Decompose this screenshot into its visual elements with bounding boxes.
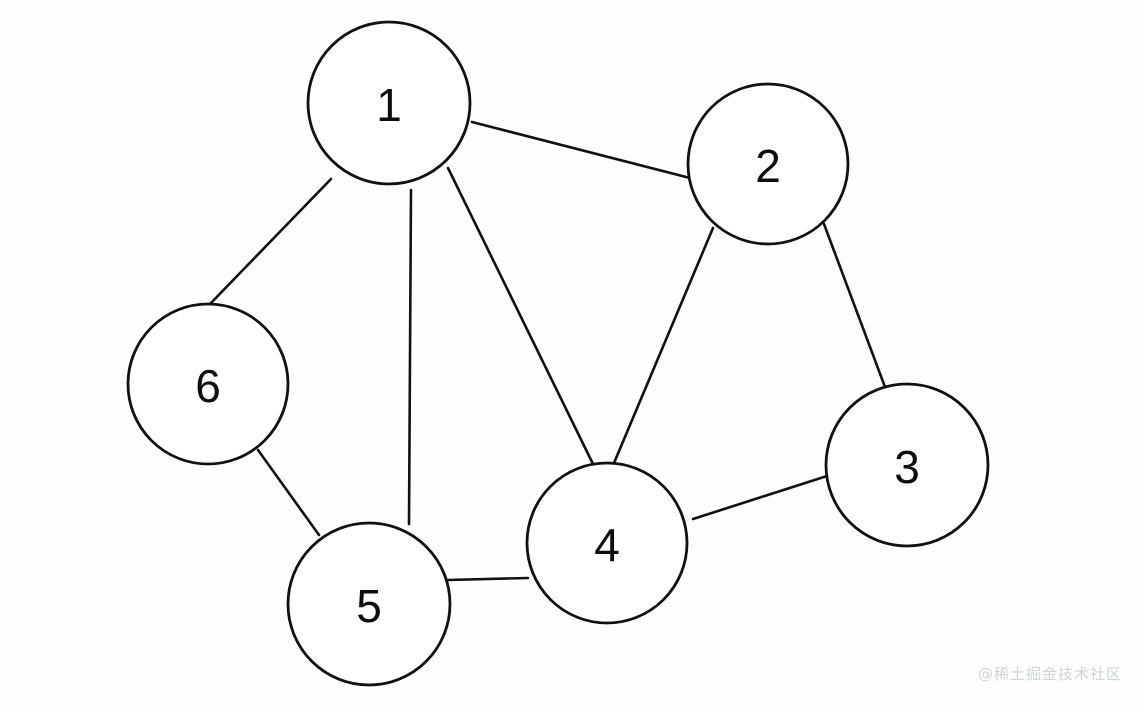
- graph-node-circle-1[interactable]: [306, 20, 472, 186]
- graph-edge-1-4: [446, 166, 595, 466]
- graph-edge-2-3: [822, 222, 887, 389]
- graph-node-label-6: 6: [195, 360, 221, 412]
- graph-node-5[interactable]: 5: [286, 521, 452, 687]
- graph-node-circle-6[interactable]: [126, 302, 290, 466]
- graph-node-4[interactable]: 4: [525, 461, 689, 625]
- graph-node-circle-2[interactable]: [686, 82, 850, 246]
- graph-node-circle-5[interactable]: [286, 521, 452, 687]
- graph-node-circle-4[interactable]: [525, 461, 689, 625]
- graph-node-label-5: 5: [356, 580, 382, 632]
- graph-edge-4-5: [446, 576, 530, 582]
- edge-layer: [208, 120, 887, 582]
- graph-edge-2-4: [612, 226, 715, 465]
- graph-node-2[interactable]: 2: [686, 82, 850, 246]
- graph-node-label-2: 2: [755, 140, 781, 192]
- graph-node-6[interactable]: 6: [126, 302, 290, 466]
- graph-node-label-3: 3: [894, 441, 920, 493]
- watermark-label: @稀土掘金技术社区: [977, 665, 1122, 683]
- graph-edge-1-6: [208, 177, 333, 306]
- graph-node-label-4: 4: [594, 519, 620, 571]
- graph-edge-3-4: [691, 474, 829, 521]
- graph-node-1[interactable]: 1: [306, 20, 472, 186]
- graph-node-3[interactable]: 3: [824, 382, 990, 548]
- graph-edge-1-5: [407, 188, 413, 526]
- graph-edge-1-2: [470, 120, 692, 180]
- node-layer: 1 2 3 4 5 6: [126, 20, 990, 687]
- graph-node-label-1: 1: [376, 79, 402, 131]
- graph-node-circle-3[interactable]: [824, 382, 990, 548]
- graph-edge-5-6: [256, 448, 321, 537]
